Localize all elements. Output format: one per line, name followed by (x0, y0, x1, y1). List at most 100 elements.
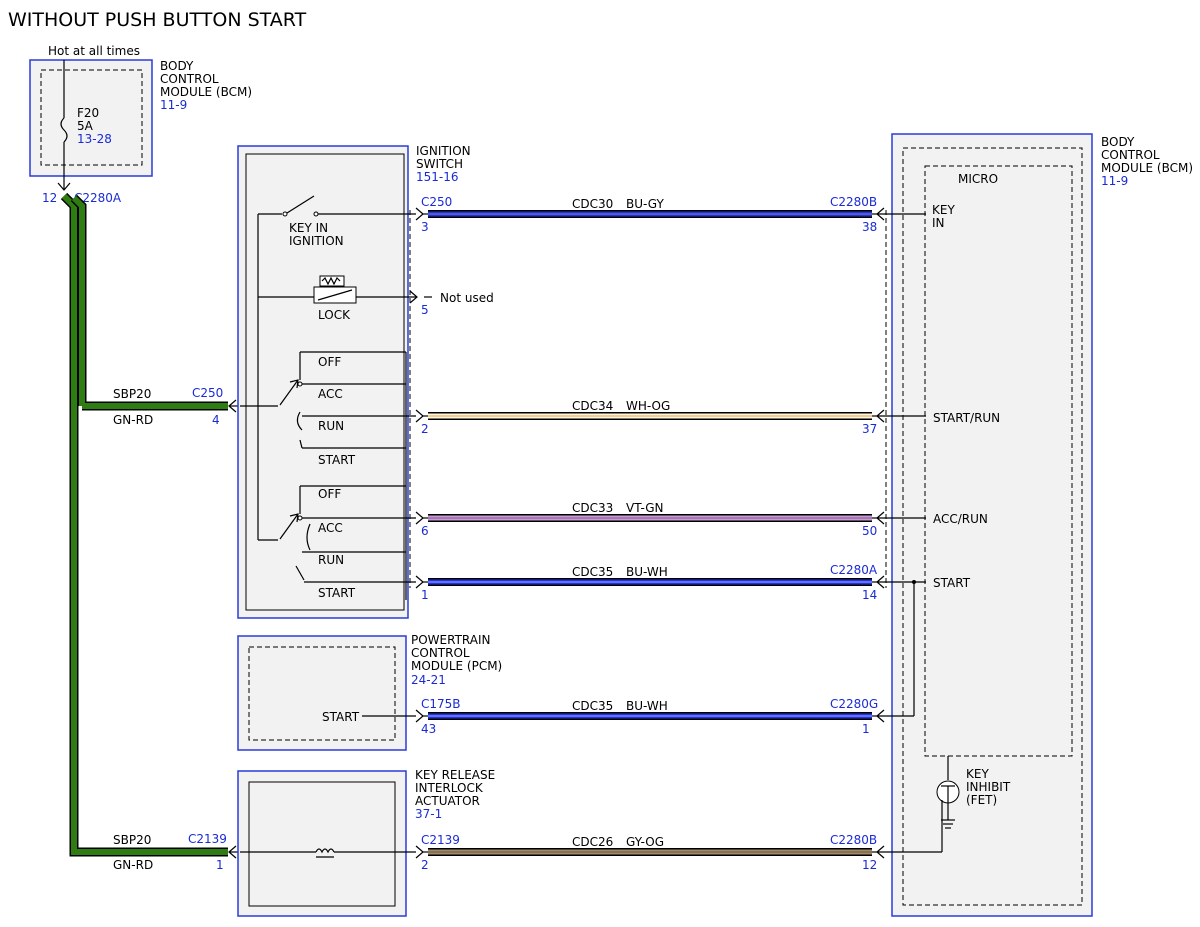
bcm-fuse-module (29, 59, 153, 177)
left-pin-3: 1 (421, 588, 429, 602)
pcm-name-1: POWERTRAIN (411, 633, 491, 647)
left-connector-5: C2139 (421, 833, 460, 847)
bcm-fuse-inner (40, 69, 143, 166)
key-release-ref: 37-1 (415, 807, 442, 821)
fuse-icon (60, 117, 68, 143)
feed-color-lower: GN-RD (113, 858, 153, 872)
coil-icon (315, 848, 335, 854)
bcm-fuse-name-3: MODULE (BCM) (160, 85, 252, 99)
left-terminal-arrow-4 (415, 709, 424, 723)
diagram-title: WITHOUT PUSH BUTTON START (8, 9, 307, 31)
pcm-start-label: START (322, 710, 360, 724)
right-pin-3: 14 (862, 588, 877, 602)
left-terminal-arrow-3 (415, 575, 424, 589)
bcm-ref: 11-9 (1101, 174, 1128, 188)
circuit-id-5: CDC26 (572, 835, 613, 849)
circuit-color-2: VT-GN (626, 501, 663, 515)
hot-label: Hot at all times (48, 44, 140, 58)
micro-label: MICRO (958, 172, 998, 186)
bcm-name-3: MODULE (BCM) (1101, 161, 1193, 175)
left-pin-0: 3 (421, 220, 429, 234)
circuit-id-4: CDC35 (572, 699, 613, 713)
acc-run-label: ACC/RUN (933, 512, 988, 526)
pcm-module (237, 635, 407, 751)
circuit-id-1: CDC34 (572, 399, 613, 413)
pcm-inner (248, 646, 396, 741)
pin-5: 5 (421, 303, 429, 317)
right-pin-1: 37 (862, 422, 877, 436)
pcm-name-2: CONTROL (411, 646, 470, 660)
circuit-color-5: GY-OG (626, 835, 664, 849)
bcm-fuse-ref: 11-9 (160, 98, 187, 112)
ignition-ref: 151-16 (416, 170, 459, 184)
left-connector-0: C250 (421, 195, 452, 209)
feed-circuit-lower: SBP20 (113, 833, 151, 847)
pos-acc-lower: ACC (318, 521, 343, 535)
right-pin-4: 1 (862, 722, 870, 736)
fuse-id: F20 (77, 106, 99, 120)
feed-circuit-upper: SBP20 (113, 387, 151, 401)
pos-off-lower: OFF (318, 487, 341, 501)
fuse-pin: 12 (42, 191, 57, 205)
bcm-fuse-name-1: BODY (160, 59, 194, 73)
right-connector-0: C2280B (830, 195, 877, 209)
key-release-inner (248, 781, 396, 907)
left-terminal-arrow-0 (415, 207, 424, 221)
left-terminal-arrow-2 (415, 511, 424, 525)
ignition-name-1: IGNITION (416, 144, 471, 158)
key-release-name-2: INTERLOCK (415, 781, 484, 795)
ignition-switch-inner (245, 153, 405, 611)
fuse-ref: 13-28 (77, 132, 112, 146)
pos-acc-upper: ACC (318, 387, 343, 401)
not-used-label: Not used (440, 291, 494, 305)
circuit-id-2: CDC33 (572, 501, 613, 515)
start-run-label: START/RUN (933, 411, 1000, 425)
feed-color-upper: GN-RD (113, 413, 153, 427)
right-connector-4: C2280G (830, 697, 878, 711)
feed-pin-lower: 1 (216, 858, 224, 872)
key-in-2: IN (932, 216, 945, 230)
right-connector-3: C2280A (830, 563, 878, 577)
pos-start-upper: START (318, 453, 356, 467)
left-pin-5: 2 (421, 858, 429, 872)
bcm-name-2: CONTROL (1101, 148, 1160, 162)
bcm-inner (902, 147, 1083, 906)
fet-label-3: (FET) (966, 793, 997, 807)
left-terminal-arrow-1 (415, 409, 424, 423)
fet-label-2: INHIBIT (966, 780, 1011, 794)
key-in-ignition-1: KEY IN (289, 221, 328, 235)
left-pin-1: 2 (421, 422, 429, 436)
key-release-name-1: KEY RELEASE (415, 768, 495, 782)
fet-label-1: KEY (966, 767, 989, 781)
key-in-ignition-2: IGNITION (289, 234, 344, 248)
right-pin-0: 38 (862, 220, 877, 234)
ignition-name-2: SWITCH (416, 157, 463, 171)
connector-arrow-icon (57, 182, 71, 191)
circuit-color-3: BU-WH (626, 565, 668, 579)
pos-off-upper: OFF (318, 355, 341, 369)
bcm-name-1: BODY (1101, 135, 1135, 149)
circuit-color-1: WH-OG (626, 399, 670, 413)
pcm-ref: 24-21 (411, 673, 446, 687)
left-pin-4: 43 (421, 722, 436, 736)
bcm-fuse-name-2: CONTROL (160, 72, 219, 86)
right-connector-5: C2280B (830, 833, 877, 847)
right-pin-5: 12 (862, 858, 877, 872)
pos-run-lower: RUN (318, 553, 344, 567)
circuit-color-4: BU-WH (626, 699, 668, 713)
right-pin-2: 50 (862, 524, 877, 538)
key-release-name-3: ACTUATOR (415, 794, 480, 808)
pos-run-upper: RUN (318, 419, 344, 433)
lock-label: LOCK (318, 308, 351, 322)
left-connector-4: C175B (421, 697, 461, 711)
circuit-id-3: CDC35 (572, 565, 613, 579)
fuse-amps: 5A (77, 119, 94, 133)
feed-connector-upper: C250 (192, 386, 223, 400)
key-in-1: KEY (932, 203, 955, 217)
pcm-name-3: MODULE (PCM) (411, 659, 502, 673)
circuit-color-0: BU-GY (626, 197, 664, 211)
feed-connector-lower: C2139 (188, 832, 227, 846)
left-pin-2: 6 (421, 524, 429, 538)
circuit-id-0: CDC30 (572, 197, 613, 211)
power-feed-wire (60, 192, 228, 857)
